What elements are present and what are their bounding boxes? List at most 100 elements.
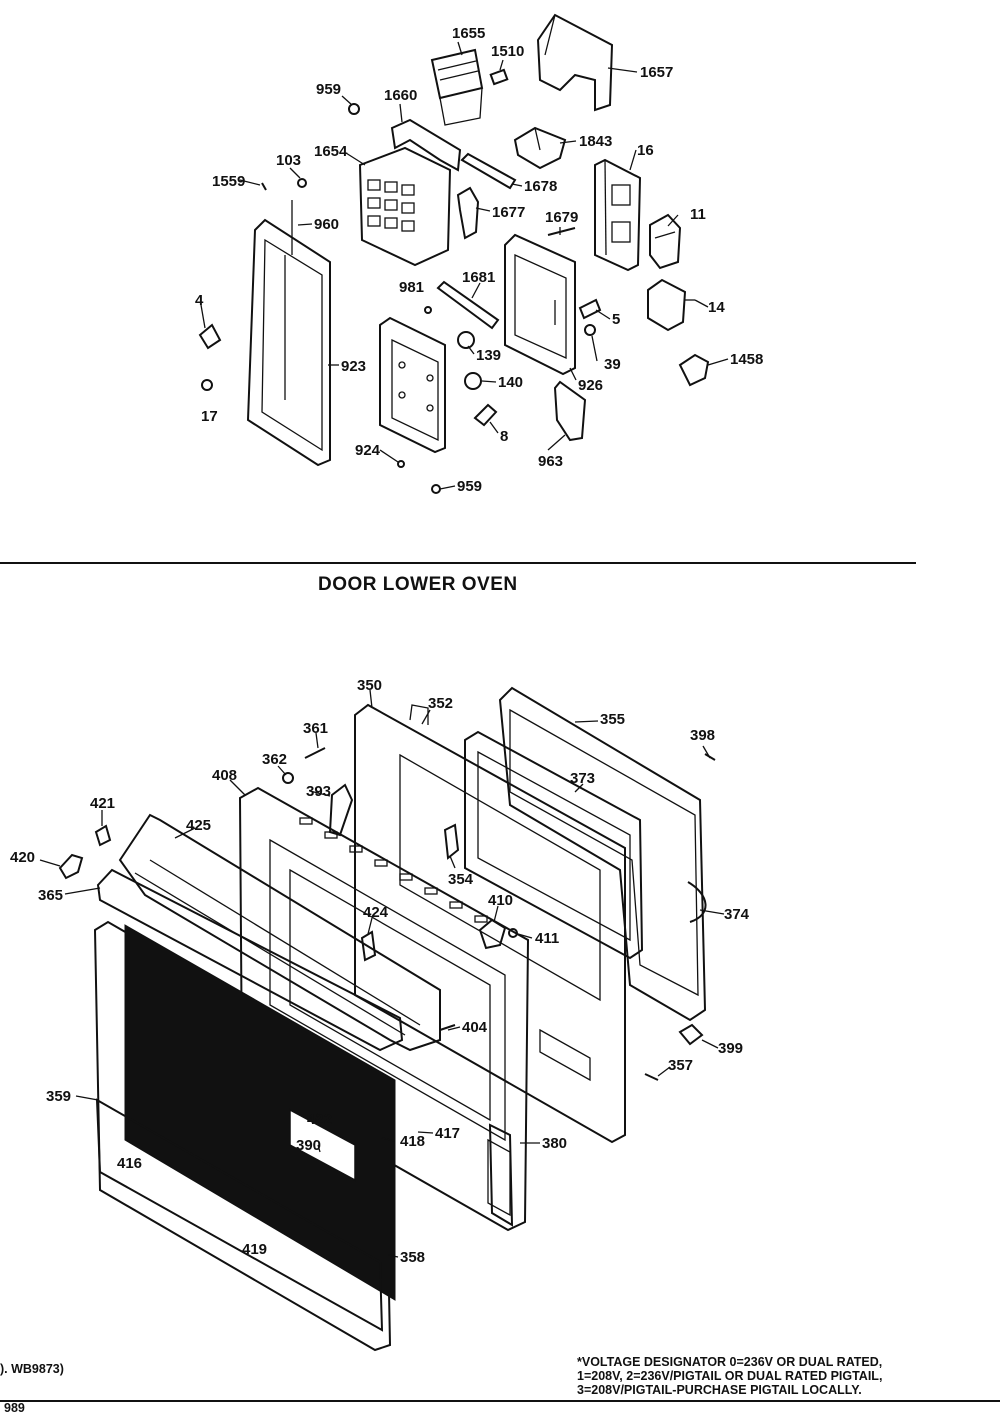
page-code: 989: [4, 1401, 25, 1415]
part-411-screw: [508, 928, 518, 938]
callout-416: 416: [117, 1155, 142, 1172]
callout-422: 422: [307, 1111, 332, 1128]
callout-1678: 1678: [524, 178, 557, 195]
section-title: DOOR LOWER OVEN: [318, 574, 518, 595]
part-354-clip: [443, 823, 460, 860]
part-1677-bracket: [456, 186, 480, 240]
part-362-washer: [282, 772, 294, 784]
part-359-door-panel: [93, 920, 396, 1352]
callout-103: 103: [276, 152, 301, 169]
callout-926: 926: [578, 377, 603, 394]
callout-419: 419: [242, 1241, 267, 1258]
callout-355: 355: [600, 711, 625, 728]
callout-365: 365: [38, 887, 63, 904]
callout-14: 14: [708, 299, 725, 316]
part-5-clip: [578, 298, 602, 320]
callout-399: 399: [718, 1040, 743, 1057]
callout-393: 393: [306, 783, 331, 800]
section-divider: [0, 562, 916, 564]
callout-1657: 1657: [640, 64, 673, 81]
part-420-screw: [58, 853, 84, 880]
callout-373: 373: [570, 770, 595, 787]
callout-1458: 1458: [730, 351, 763, 368]
lower-callout-labels: 350 352 355 361 398 362 373 408 393 421 …: [10, 677, 750, 1266]
part-924-screw: [397, 460, 405, 468]
lower-leader-lines: [39, 689, 725, 1258]
callout-354: 354: [448, 871, 474, 888]
part-4-knob: [198, 323, 222, 350]
callout-1681: 1681: [462, 269, 495, 286]
part-365-outer-door: [96, 868, 404, 1052]
part-1681-rod: [436, 280, 500, 330]
callout-963: 963: [538, 453, 563, 470]
part-1843-relay: [513, 126, 567, 170]
callout-5: 5: [612, 311, 620, 328]
part-139-knob: [457, 331, 475, 349]
callout-17: 17: [201, 408, 218, 425]
part-963-bracket: [553, 380, 587, 442]
callout-361: 361: [303, 720, 328, 737]
part-39-nut: [584, 324, 596, 336]
part-1678-rod: [460, 152, 517, 190]
upper-parts-group: 1655 1510 1657 959 1660 1843 103 1654 16…: [195, 13, 763, 495]
callout-981: 981: [399, 279, 424, 296]
callout-362: 362: [262, 751, 287, 768]
callout-380: 380: [542, 1135, 567, 1152]
callout-352: 352: [428, 695, 453, 712]
callout-410: 410: [488, 892, 513, 909]
door-glass-dark: [124, 924, 396, 1301]
callout-1843: 1843: [579, 133, 612, 150]
part-960-panel-frame: [246, 200, 331, 467]
part-1654-control-board: [358, 146, 452, 267]
part-357-pin: [644, 1073, 659, 1081]
part-103-screw: [297, 178, 307, 188]
part-1679-pin: [547, 227, 576, 236]
callout-358: 358: [400, 1249, 425, 1266]
part-1657-cover: [536, 13, 614, 112]
part-1655-terminal-block: [430, 48, 484, 126]
callout-425: 425: [186, 817, 211, 834]
footer-divider: [0, 1400, 1000, 1402]
callout-417: 417: [435, 1125, 460, 1142]
callout-374: 374: [724, 906, 750, 923]
part-959-screw-bottom: [431, 484, 441, 494]
callout-1510: 1510: [491, 43, 524, 60]
callout-139: 139: [476, 347, 501, 364]
callout-424: 424: [363, 904, 389, 921]
callout-923: 923: [341, 358, 366, 375]
callout-11: 11: [690, 206, 706, 223]
part-923-inner-panel: [379, 316, 446, 454]
callout-420: 420: [10, 849, 35, 866]
upper-leader-lines: [200, 41, 729, 490]
footer-left-note: ). WB9873): [0, 1362, 64, 1376]
part-404-edge: [439, 1024, 456, 1031]
callout-408: 408: [212, 767, 237, 784]
callout-960: 960: [314, 216, 339, 233]
part-393-hinge: [328, 783, 354, 837]
part-373-window-frame: [464, 730, 644, 960]
part-1559-pin: [261, 182, 267, 191]
part-361-screw: [304, 747, 326, 759]
part-959-screw: [348, 103, 360, 115]
callout-411: 411: [535, 930, 559, 947]
callout-1559: 1559: [212, 173, 245, 190]
part-981-screw: [424, 306, 432, 314]
callout-1677: 1677: [492, 204, 525, 221]
callout-140: 140: [498, 374, 523, 391]
callout-8: 8: [500, 428, 508, 445]
part-425-door-handle: [118, 813, 441, 1052]
part-1458-connector: [678, 353, 710, 387]
part-421-bushing: [94, 824, 112, 847]
part-16-housing: [594, 158, 642, 272]
part-355-gasket-frame: [498, 686, 707, 1022]
part-410-hinge-block: [478, 918, 507, 950]
part-11-connector: [649, 213, 682, 270]
part-8-switch: [473, 403, 498, 427]
callout-924: 924: [355, 442, 381, 459]
callout-16: 16: [637, 142, 654, 159]
callout-404: 404: [462, 1019, 488, 1036]
part-14-switch: [647, 278, 695, 332]
callout-398: 398: [690, 727, 715, 744]
callout-1660: 1660: [384, 87, 417, 104]
callout-421: 421: [90, 795, 115, 812]
